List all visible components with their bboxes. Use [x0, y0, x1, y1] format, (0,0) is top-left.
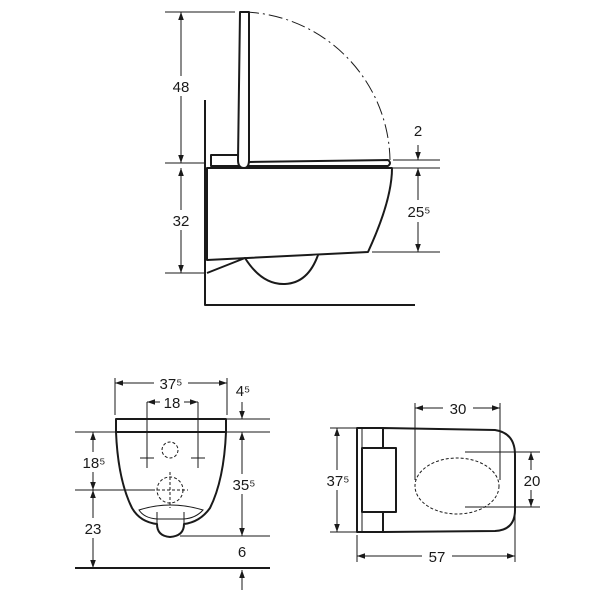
top-bowl-opening: [414, 457, 500, 515]
dim-outlet-height: 23: [85, 521, 102, 538]
seat: [210, 154, 391, 167]
supply-connection-circle: [161, 441, 179, 459]
front-view: 37⁵ 18 4⁵ 18⁵ 23 35⁵ 6: [75, 373, 270, 590]
dim-bowl-width: 20: [524, 473, 541, 490]
dim-total-length: 57: [429, 549, 446, 566]
front-seat: [115, 418, 227, 433]
bowl-body: [206, 167, 393, 261]
dim-seat-height: 32: [173, 213, 190, 230]
front-bowl-body: [115, 431, 227, 538]
top-bowl-outline: [382, 427, 516, 533]
wall-and-floor: [204, 100, 415, 306]
lid-swing-arc: [244, 11, 391, 161]
dim-bowl-length: 30: [450, 401, 467, 418]
dim-floor-gap: 6: [238, 544, 246, 561]
top-view: 30 20 37⁵ 57: [322, 398, 544, 566]
dim-rim-offset: 4⁵: [236, 383, 251, 400]
dim-lid-height: 48: [173, 79, 190, 96]
top-hinge-block: [361, 447, 397, 513]
dim-bowl-height: 25⁵: [408, 204, 431, 221]
front-rim: [138, 504, 204, 520]
dim-width: 37⁵: [160, 376, 183, 393]
dim-seat-thickness: 2: [414, 123, 422, 140]
dim-body-height: 35⁵: [233, 477, 256, 494]
dim-fixing-spacing: 18: [164, 395, 181, 412]
bowl-trap: [206, 254, 319, 286]
dim-fixing-height: 18⁵: [83, 455, 106, 472]
lid: [237, 11, 250, 169]
dim-top-width: 37⁵: [327, 473, 350, 490]
side-view: 48 32 2 25⁵: [165, 11, 440, 306]
